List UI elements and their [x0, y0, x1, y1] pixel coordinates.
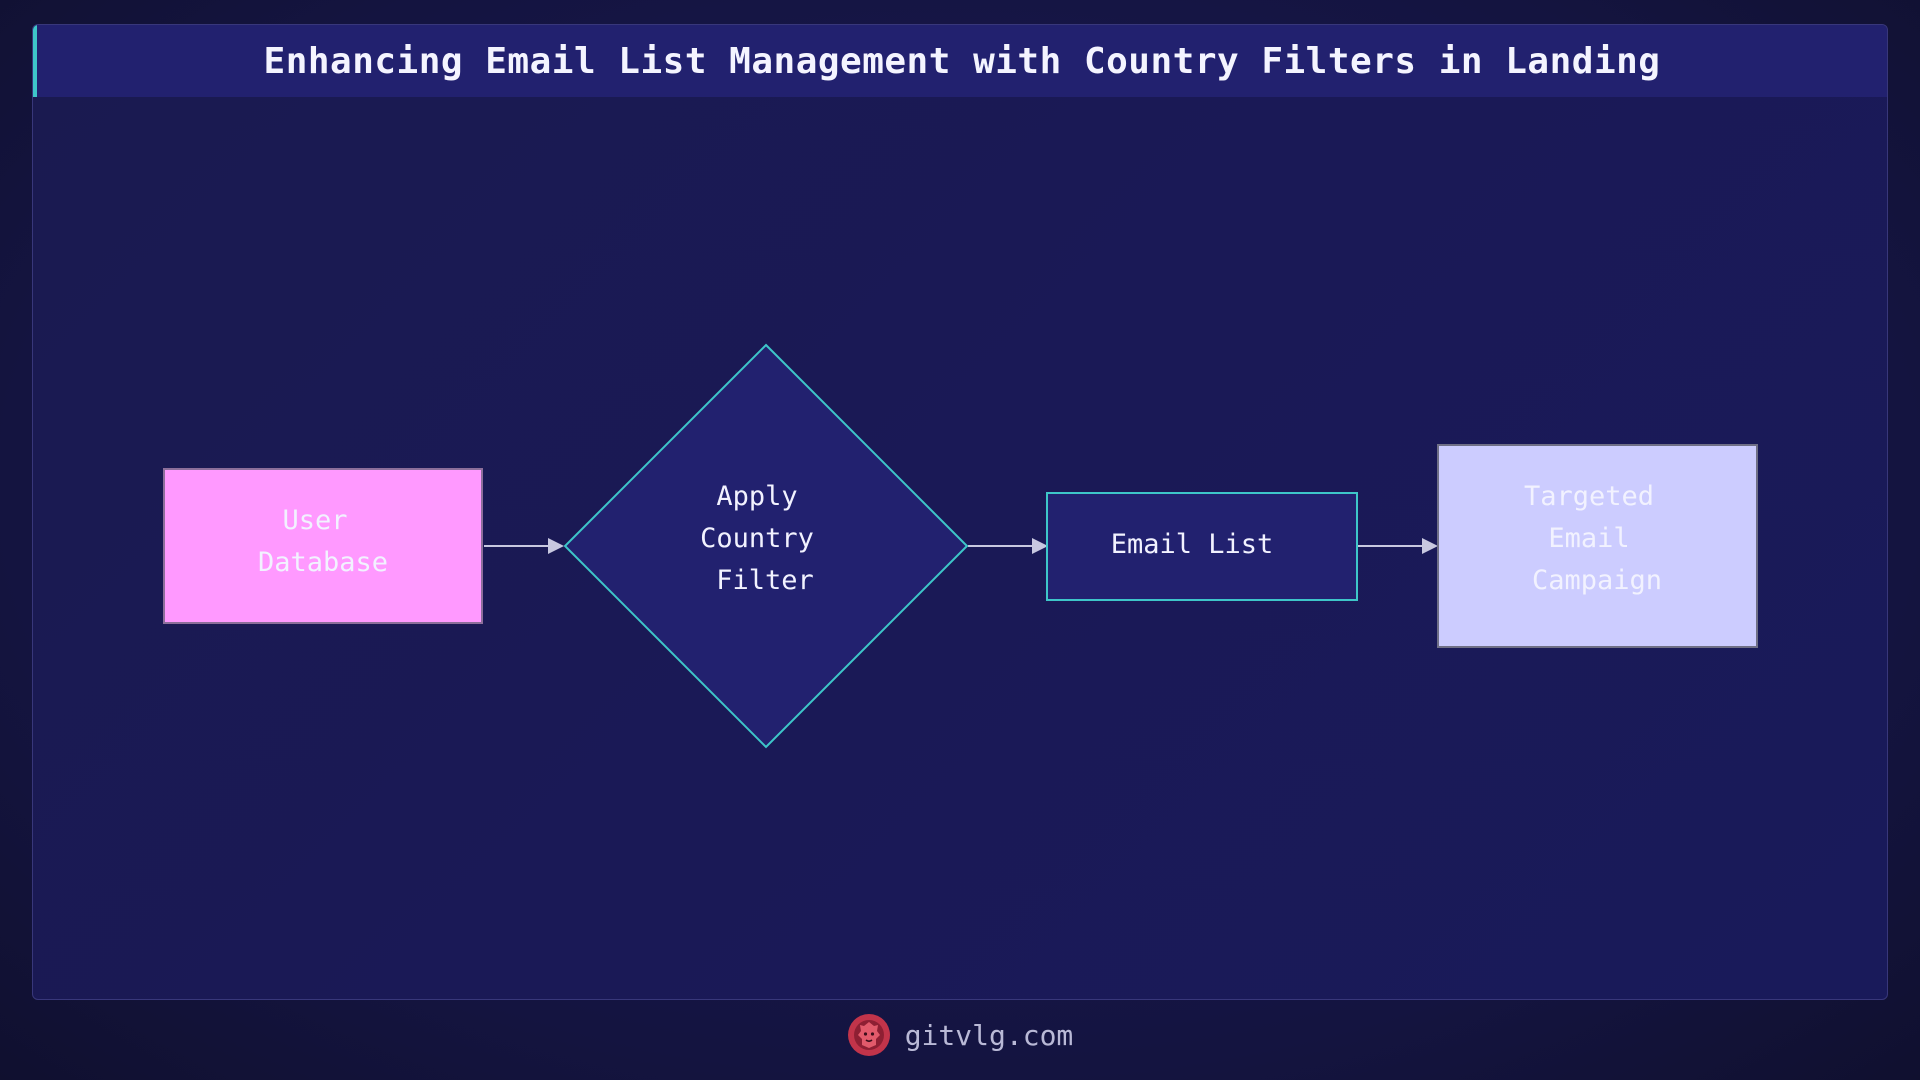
node-user-database[interactable]: User Database [163, 468, 483, 624]
footer: gitvlg.com [0, 1010, 1920, 1060]
site-link[interactable]: gitvlg.com [904, 1018, 1074, 1052]
node-apply-filter-line-3: Filter [716, 565, 814, 596]
node-user-database-line-1: User [282, 505, 347, 536]
node-campaign-line-2: Email [1548, 523, 1629, 554]
lion-head-icon[interactable] [847, 1013, 891, 1057]
node-campaign-line-1: Targeted [1524, 481, 1654, 512]
node-email-list-line-1: Email List [1111, 529, 1274, 560]
node-apply-filter-line-2: Country [700, 523, 814, 554]
node-apply-country-filter[interactable]: Apply Country Filter [563, 343, 969, 749]
node-campaign-line-3: Campaign [1532, 565, 1662, 596]
node-targeted-email-campaign[interactable]: Targeted Email Campaign [1437, 444, 1758, 648]
node-apply-filter-line-1: Apply [716, 481, 797, 512]
page-title: Enhancing Email List Management with Cou… [263, 40, 1661, 82]
node-user-database-line-2: Database [258, 547, 388, 578]
title-bar: Enhancing Email List Management with Cou… [33, 25, 1887, 97]
node-email-list[interactable]: Email List [1046, 492, 1358, 601]
